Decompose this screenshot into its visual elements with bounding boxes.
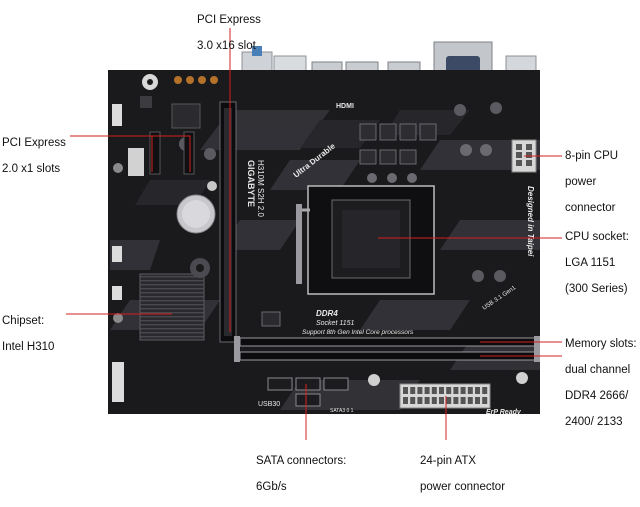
- erp-text: ErP Ready: [486, 409, 522, 416]
- callout-cpu-power-line3: connector: [565, 202, 616, 214]
- hdmi-text: HDMI: [336, 103, 354, 110]
- atx-pin: [467, 397, 473, 404]
- brand-vertical-text: GIGABYTE: [246, 160, 256, 207]
- support-text: Support 8th Gen Intel Core processors: [302, 329, 414, 336]
- atx-pin: [446, 387, 452, 394]
- callout-memory-line4: 2400/ 2133: [565, 416, 623, 428]
- callout-pcie-x16: PCI Express 3.0 x16 slot: [197, 1, 261, 66]
- callout-cpu-power: 8-pin CPU power connector: [565, 137, 618, 228]
- callout-pcie-x1-line1: PCI Express: [2, 137, 66, 149]
- motherboard-diagram: GIGABYTE H310M S2H 2.0 Ultra Durable Des…: [66, 28, 562, 440]
- atx-pin: [410, 387, 416, 394]
- callout-line-pcie-x1-b: [152, 135, 191, 172]
- callout-sata-line2: 6Gb/s: [256, 481, 287, 493]
- atx-pin: [403, 397, 408, 404]
- atx-pin: [439, 387, 444, 394]
- callout-chipset-line1: Chipset:: [2, 315, 45, 327]
- callout-chipset-line2: Intel H310: [2, 341, 55, 353]
- socket-text: Socket 1151: [316, 320, 355, 327]
- left-headers: [112, 104, 124, 402]
- sata-label-text: SATA3 0 1: [330, 408, 354, 414]
- designed-in-text: Designed in Taipei: [526, 186, 535, 257]
- cpu-socket: [296, 185, 435, 295]
- callout-atx-line2: power connector: [420, 481, 506, 493]
- atx-pin: [482, 387, 488, 394]
- callout-atx-power: 24-pin ATX power connector: [420, 442, 505, 507]
- callout-cpu-socket-line1: CPU socket:: [565, 231, 629, 243]
- atx-pin: [417, 397, 423, 404]
- vrm-area: [359, 123, 492, 183]
- callout-pcie-x1: PCI Express 2.0 x1 slots: [2, 124, 66, 189]
- pcie-x16-slot: [219, 101, 237, 343]
- atx-pin: [467, 387, 473, 394]
- callout-cpu-socket-line3: (300 Series): [565, 283, 628, 295]
- callout-cpu-socket: CPU socket: LGA 1151 (300 Series): [565, 218, 629, 309]
- atx-pin: [424, 397, 430, 404]
- callout-memory-line1: Memory slots:: [565, 338, 637, 350]
- audio-area: [140, 74, 218, 191]
- atx-pin: [424, 387, 430, 394]
- atx-pin: [431, 387, 437, 394]
- callout-sata: SATA connectors: 6Gb/s: [256, 442, 346, 507]
- callout-chipset: Chipset: Intel H310: [2, 302, 54, 367]
- atx-pin: [460, 397, 466, 404]
- pcie-x1-slots: [128, 131, 195, 176]
- capacitors: [368, 102, 528, 386]
- atx-pin: [410, 397, 416, 404]
- usb30-text: USB30: [258, 401, 280, 408]
- callout-cpu-power-line1: 8-pin CPU: [565, 150, 619, 162]
- callout-pcie-x16-line2: 3.0 x16 slot: [197, 40, 256, 52]
- atx-pin: [446, 397, 452, 404]
- atx-pin: [431, 397, 437, 404]
- cmos-battery: [176, 194, 216, 234]
- callout-memory-line3: DDR4 2666/: [565, 390, 629, 402]
- callout-lines: [66, 28, 562, 440]
- atx-pin: [475, 397, 480, 404]
- atx-pin: [439, 397, 444, 404]
- m2-area: [261, 311, 281, 327]
- chipset-heatsink: [139, 258, 210, 341]
- callout-pcie-x16-line1: PCI Express: [197, 14, 261, 26]
- atx-pin: [453, 387, 459, 394]
- callout-pcie-x1-line2: 2.0 x1 slots: [2, 163, 61, 175]
- callout-memory-line2: dual channel: [565, 364, 631, 376]
- atx-pin: [475, 387, 480, 394]
- atx-pins: [403, 387, 488, 404]
- atx-pin: [482, 397, 488, 404]
- callout-memory-slots: Memory slots: dual channel DDR4 2666/ 24…: [565, 325, 637, 442]
- atx-pin: [460, 387, 466, 394]
- callout-atx-line1: 24-pin ATX: [420, 455, 477, 467]
- atx-pin: [453, 397, 459, 404]
- callout-cpu-socket-line2: LGA 1151: [565, 257, 616, 269]
- callout-sata-line1: SATA connectors:: [256, 455, 347, 467]
- atx-pin: [403, 387, 408, 394]
- sata-connectors: [267, 377, 349, 407]
- atx-pin: [417, 387, 423, 394]
- model-vertical-text: H310M S2H 2.0: [256, 160, 265, 217]
- callout-cpu-power-line2: power: [565, 176, 597, 188]
- ddr4-text: DDR4: [316, 309, 338, 318]
